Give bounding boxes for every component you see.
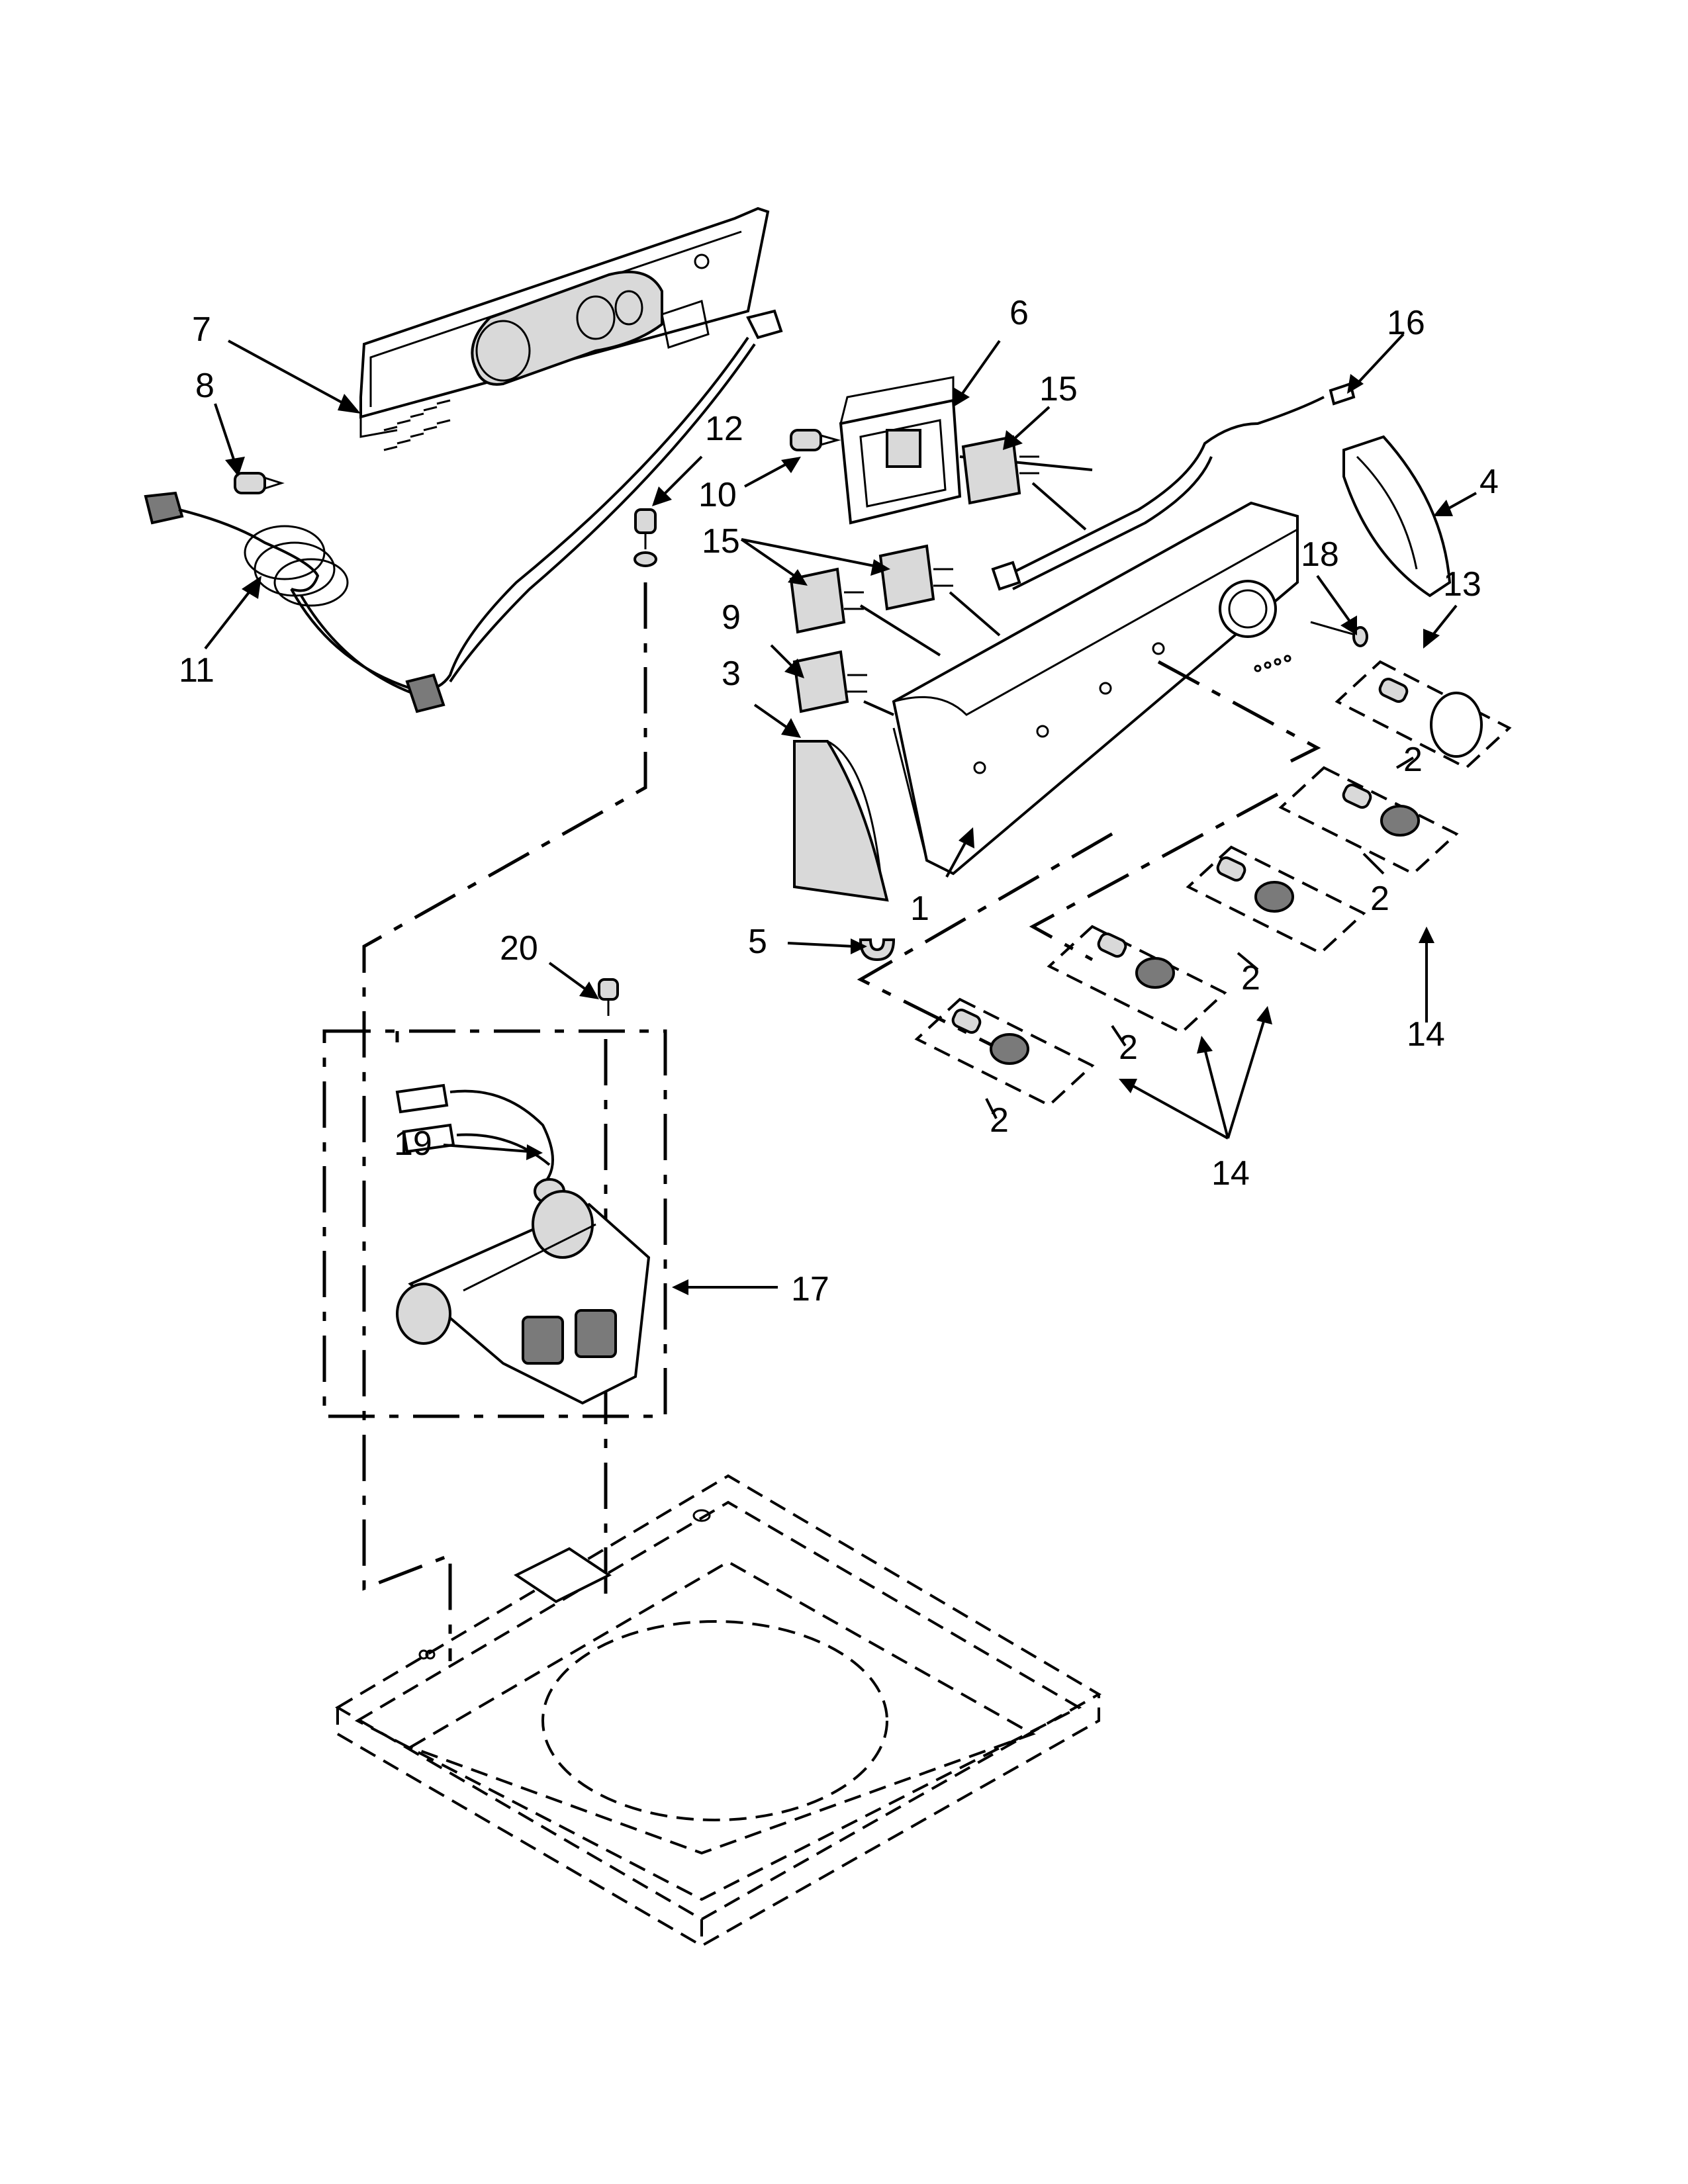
- callout-19: 19: [394, 1124, 432, 1163]
- callout-18: 18: [1301, 535, 1339, 574]
- switch-9: [792, 650, 894, 716]
- callout-2: 2: [1241, 959, 1260, 997]
- callout-12: 12: [705, 410, 743, 448]
- callout-15: 15: [1039, 370, 1078, 408]
- callout-6: 6: [1009, 294, 1029, 332]
- callout-7: 7: [192, 310, 211, 349]
- callout-15: 15: [702, 522, 740, 561]
- switch-15-top: [961, 435, 1087, 531]
- callout-4: 4: [1479, 463, 1499, 501]
- screw-8: [234, 472, 285, 494]
- callout-1: 1: [910, 889, 929, 928]
- washer-top: [335, 1474, 1102, 1948]
- rear-console-panel: [359, 206, 770, 451]
- callout-14: 14: [1211, 1154, 1250, 1193]
- callout-10: 10: [698, 476, 737, 514]
- leader-arrows: [204, 333, 1477, 1295]
- callout-2: 2: [1119, 1028, 1138, 1067]
- clip-5: [859, 938, 896, 962]
- knob-group-14-c: [1047, 925, 1227, 1034]
- knob-group-14-b: [1186, 845, 1366, 955]
- callout-13: 13: [1443, 565, 1481, 604]
- valve-assembly-17: [322, 1029, 667, 1418]
- pin-18: [1310, 621, 1368, 647]
- knob-group-14-d: [914, 997, 1095, 1107]
- end-cap-left-3: [793, 740, 889, 902]
- screw-20: [598, 978, 619, 1016]
- callout-11: 11: [179, 651, 214, 690]
- console-1: [892, 501, 1299, 876]
- screw-10: [790, 429, 841, 451]
- assembly-link-lines: [362, 582, 1321, 1661]
- control-board: [839, 376, 962, 525]
- ground-screw-12: [633, 508, 657, 567]
- callout-2: 2: [990, 1101, 1009, 1140]
- callout-16: 16: [1387, 304, 1425, 342]
- callout-labels: 7 8 11 12 6 10 15 15 16 4 18 13 9 3 1 5 …: [179, 294, 1499, 1308]
- callout-5: 5: [748, 923, 767, 961]
- callout-14: 14: [1407, 1015, 1445, 1054]
- callout-3: 3: [722, 655, 741, 693]
- callout-2: 2: [1370, 880, 1389, 918]
- end-cap-right-4: [1342, 435, 1452, 598]
- callout-9: 9: [722, 598, 741, 637]
- callout-2: 2: [1403, 741, 1423, 779]
- callout-8: 8: [195, 367, 214, 405]
- callout-17: 17: [791, 1270, 829, 1308]
- knob-group-13: [1335, 660, 1512, 770]
- callout-20: 20: [500, 929, 538, 968]
- switch-15-right: [878, 544, 1001, 637]
- knob-group-14-a: [1278, 766, 1459, 876]
- power-cord: [144, 309, 783, 713]
